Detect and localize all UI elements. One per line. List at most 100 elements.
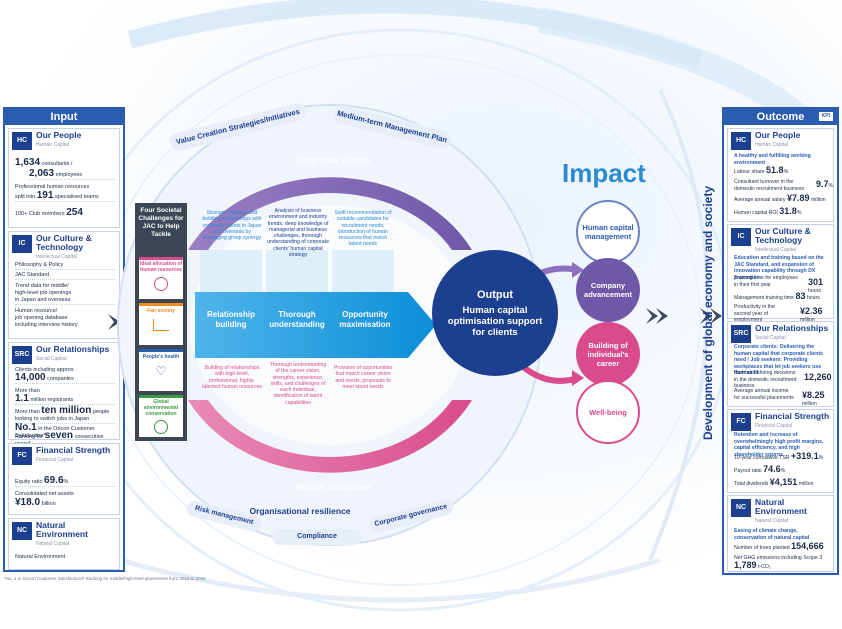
ic-item: Human resource/	[15, 308, 58, 314]
reg-line: 1.1 million registrants	[15, 394, 115, 405]
human-resources-label: Human resources	[294, 482, 372, 492]
globe-icon	[154, 420, 168, 434]
salary-line: Average annual salary ¥7.89 million	[734, 193, 826, 204]
ic-item: Philosophy & Policy	[15, 262, 115, 270]
payout-line: Payout ratio 74.6%	[734, 464, 786, 475]
ic-head: Education and training based on the JAC …	[734, 255, 824, 281]
ic-item: JAC Standard	[15, 272, 115, 280]
corporate-clients-label: Corporate clients	[295, 155, 371, 165]
column-mid-label: Opportunity maximisation	[339, 310, 391, 329]
impact-circle-career: Building of individual's career	[576, 322, 640, 386]
income-val: ¥8.25 million	[802, 390, 825, 407]
hc-badge: HC	[731, 132, 751, 150]
hire-label: Number of hiring decisions in the domest…	[734, 370, 797, 389]
allocation-icon	[154, 277, 168, 291]
train-val: 301 hours	[808, 277, 824, 294]
challenge-item: People's health ♡	[139, 349, 183, 391]
fairness-icon	[153, 319, 169, 331]
jobs-line: More than ten million people	[15, 405, 110, 416]
column-top-text: Swift recommendation of suitable candida…	[334, 210, 392, 248]
hc-badge: HC	[12, 132, 32, 150]
trees-line: Number of trees planted 154,666	[734, 541, 824, 552]
fc-badge: FC	[12, 447, 32, 465]
roi-line: Human capital ROI 31.8%	[734, 206, 802, 217]
prod-val: ¥2.36 million	[800, 306, 823, 323]
mgmt-line: Management training time 83 hours	[734, 291, 820, 302]
ic-item: Trend data for middle/	[15, 283, 69, 289]
challenges-panel: Four Societal Challenges for JAC to Help…	[135, 203, 187, 441]
ic-item: in Japan and overseas	[15, 297, 115, 305]
column-bottom-text: Thorough understanding of the career vis…	[269, 362, 327, 406]
impact-circle-human-capital: Human capital management	[576, 200, 640, 264]
jobs-line2: looking to switch jobs in Japan	[15, 416, 115, 424]
column-top-text: Analysis of business environment and ind…	[267, 208, 330, 259]
kpi-badge: KPI	[818, 112, 833, 121]
human-resources-arc	[188, 400, 472, 473]
outcome-title: Outcome	[756, 111, 805, 123]
column-top-text: Stronger contacts and building relations…	[202, 210, 262, 242]
teams-line1: Professional human resources	[15, 184, 90, 190]
net-label: Consolidated net assets	[15, 491, 74, 497]
clients-line: 14,000 companies	[15, 373, 115, 384]
column-mid-label: Thorough understanding	[269, 310, 325, 329]
impact-circle-company: Company advancement	[576, 258, 640, 322]
heart-icon: ♡	[155, 364, 167, 378]
process-band	[195, 292, 436, 358]
outcome-header: Outcome KPI	[724, 109, 837, 125]
output-text: Human capital optimisation support for c…	[447, 304, 543, 338]
nc-badge: NC	[731, 499, 751, 517]
impact-title: Impact	[562, 158, 646, 188]
arrow-icon	[646, 308, 668, 324]
fc-head: Retention and increase of overwhelmingly…	[734, 432, 824, 458]
club-line: 100+ Club members 254	[15, 207, 83, 218]
impact-circle-wellbeing: Well-being	[576, 380, 640, 444]
column-mid-label: Relationship building	[206, 310, 255, 329]
net-line: ¥18.0 billion	[15, 497, 56, 508]
output-circle: Output Human capital optimisation suppor…	[432, 250, 558, 376]
ic-item: high-level job openings	[15, 290, 72, 296]
turnover-val: 9.7%	[816, 179, 834, 190]
ic-item: job opening database	[15, 315, 68, 321]
resilience-title: Organisational resilience	[249, 506, 351, 516]
column-bottom-text: Building of relationships with high-leve…	[202, 365, 262, 390]
nc-badge: NC	[12, 522, 32, 540]
ghg-label: Net GHG emissions including Scope 3	[734, 555, 823, 561]
ic-badge: IC	[12, 235, 32, 253]
src-head: Corporate clients: Delivering the human …	[734, 344, 824, 376]
challenge-item: Ideal allocation of human resources	[139, 257, 183, 299]
arrow-icon	[700, 308, 722, 324]
challenge-item: Fair society	[139, 303, 183, 345]
nc-head: Easing of climate change, conservation o…	[734, 528, 810, 541]
prod-label: Productivity in the second year of emplo…	[734, 304, 775, 323]
teams-line2: split into 191 specialised teams	[15, 191, 115, 202]
fc-badge: FC	[731, 413, 751, 431]
ghg-val: 1,789 t-CO₂	[734, 560, 771, 571]
consultants-line: 1,634 consultants /	[15, 157, 73, 168]
src-badge: SRC	[12, 346, 32, 364]
input-title: Input	[5, 109, 123, 125]
tsr-line: 10-year cumulative TSR +319.1%	[734, 451, 824, 462]
turnover-label: Consultant turnover in the domestic recr…	[734, 179, 805, 192]
labour-line: Labour share 51.8%	[734, 165, 789, 176]
hire-val: 12,260	[804, 372, 832, 382]
src-badge: SRC	[731, 325, 751, 343]
no1-line: No.1 in the Oricon Customer Satisfaction…	[15, 422, 95, 440]
